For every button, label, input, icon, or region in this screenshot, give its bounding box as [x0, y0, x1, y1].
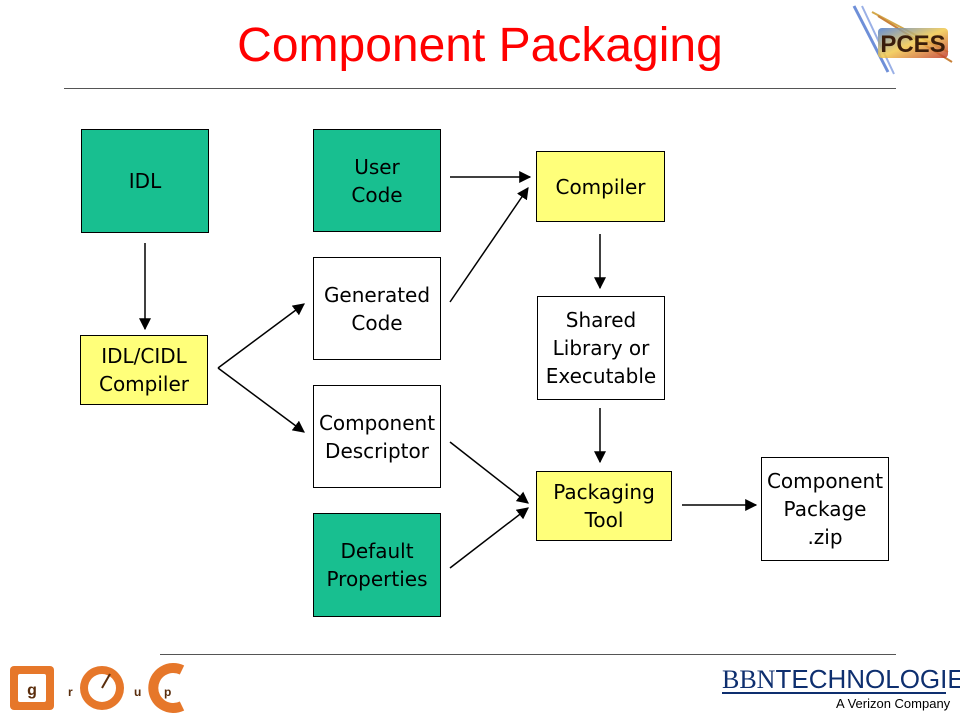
svg-text:u: u	[134, 685, 141, 699]
top-divider	[64, 88, 896, 89]
bbn-logo-part1: BBN	[722, 665, 776, 694]
node-user-code: User Code	[313, 129, 441, 232]
bbn-logo: BBNTECHNOLOGIES	[722, 664, 960, 695]
node-shared-library: Shared Library or Executable	[537, 296, 665, 400]
bbn-underline	[722, 692, 946, 694]
edge-descriptor-to-packaging	[449, 441, 529, 504]
edge-defaults-to-packaging	[449, 507, 529, 569]
edge-cidl-to-generated	[217, 303, 305, 369]
pces-logo: PCES	[852, 5, 953, 75]
node-packaging-tool: Packaging Tool	[536, 471, 672, 541]
node-idl-cidl-compiler: IDL/CIDL Compiler	[80, 335, 208, 405]
node-component-descriptor: Component Descriptor	[313, 385, 441, 488]
page-title: Component Packaging	[237, 19, 723, 72]
bbn-logo-part2: TECHNOLOGIES	[775, 664, 960, 694]
bottom-divider	[160, 654, 896, 655]
node-compiler: Compiler	[536, 151, 665, 222]
pces-logo-text: PCES	[880, 31, 945, 58]
node-idl: IDL	[81, 129, 209, 233]
node-component-package: Component Package .zip	[761, 457, 889, 561]
node-default-properties: Default Properties	[313, 513, 441, 617]
verizon-tagline: A Verizon Company	[836, 696, 951, 711]
svg-text:r: r	[68, 685, 73, 699]
svg-text:p: p	[164, 685, 171, 699]
svg-text:g: g	[27, 682, 37, 699]
edge-generated-to-compiler	[449, 187, 529, 303]
edge-cidl-to-descriptor	[217, 367, 305, 433]
doc-group-logo: g r u p	[10, 663, 185, 713]
node-generated-code: Generated Code	[313, 257, 441, 360]
